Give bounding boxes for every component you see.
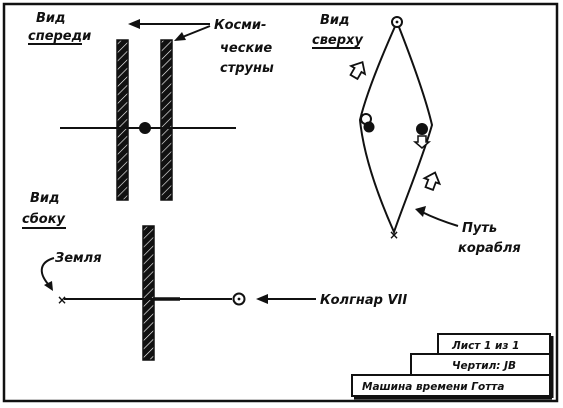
kolgnar-arrowhead (256, 294, 268, 304)
ship-path-diamond (358, 19, 434, 235)
earth-cross: × (57, 293, 67, 307)
cosmic-string-right (160, 39, 173, 201)
top-view-start-point-center (395, 20, 399, 24)
top-view-end-cross: × (389, 228, 399, 242)
top-view-label-line2: сверху (312, 33, 363, 48)
side-view-label-line1: Вид (30, 191, 60, 206)
top-view-string-left-ring (360, 113, 372, 125)
top-view-label-line1: Вид (320, 13, 350, 28)
title-block-row-name-box (351, 374, 551, 397)
cosmic-strings-arrow-lower (179, 25, 211, 39)
earth-arrow (40, 257, 55, 285)
front-view-label-line1: Вид (36, 11, 66, 26)
earth-arrowhead (44, 281, 53, 291)
front-view-dot (139, 122, 151, 134)
side-view-label-line2: сбоку (22, 212, 66, 227)
kolgnar-point-center (237, 297, 241, 301)
front-view-label-line2: спереди (28, 29, 91, 44)
sheet-border (2, 2, 559, 403)
ship-path-label-line1: Путь (462, 221, 497, 236)
title-block-name: Машина времени Готта (362, 381, 504, 393)
cosmic-strings-arrowhead-lower (174, 32, 186, 41)
title-block: Лист 1 из 1 Чертил: JB Машина времени Го… (351, 333, 554, 400)
kolgnar-label: Колгнар VII (320, 293, 407, 308)
ship-path-arrowhead (415, 206, 426, 217)
top-view-string-right (416, 123, 428, 135)
direction-arrow-upper-left (348, 61, 367, 81)
side-view-string (142, 225, 155, 361)
top-view-string-right-arrow (412, 135, 432, 149)
cosmic-strings-arrowhead-upper (128, 19, 140, 29)
ship-path-arrow (421, 211, 459, 227)
earth-label: Земля (55, 251, 102, 266)
title-block-sheet: Лист 1 из 1 (451, 340, 519, 352)
cosmic-strings-label-line3: струны (220, 61, 274, 76)
ship-path-label-line2: корабля (458, 241, 521, 256)
cosmic-string-left (116, 39, 129, 201)
title-block-drawing: Чертил: JB (452, 360, 516, 372)
direction-arrow-lower-right (422, 171, 442, 192)
cosmic-strings-label-line2: ческие (220, 41, 272, 56)
cosmic-strings-label-line1: Косми- (214, 18, 266, 33)
